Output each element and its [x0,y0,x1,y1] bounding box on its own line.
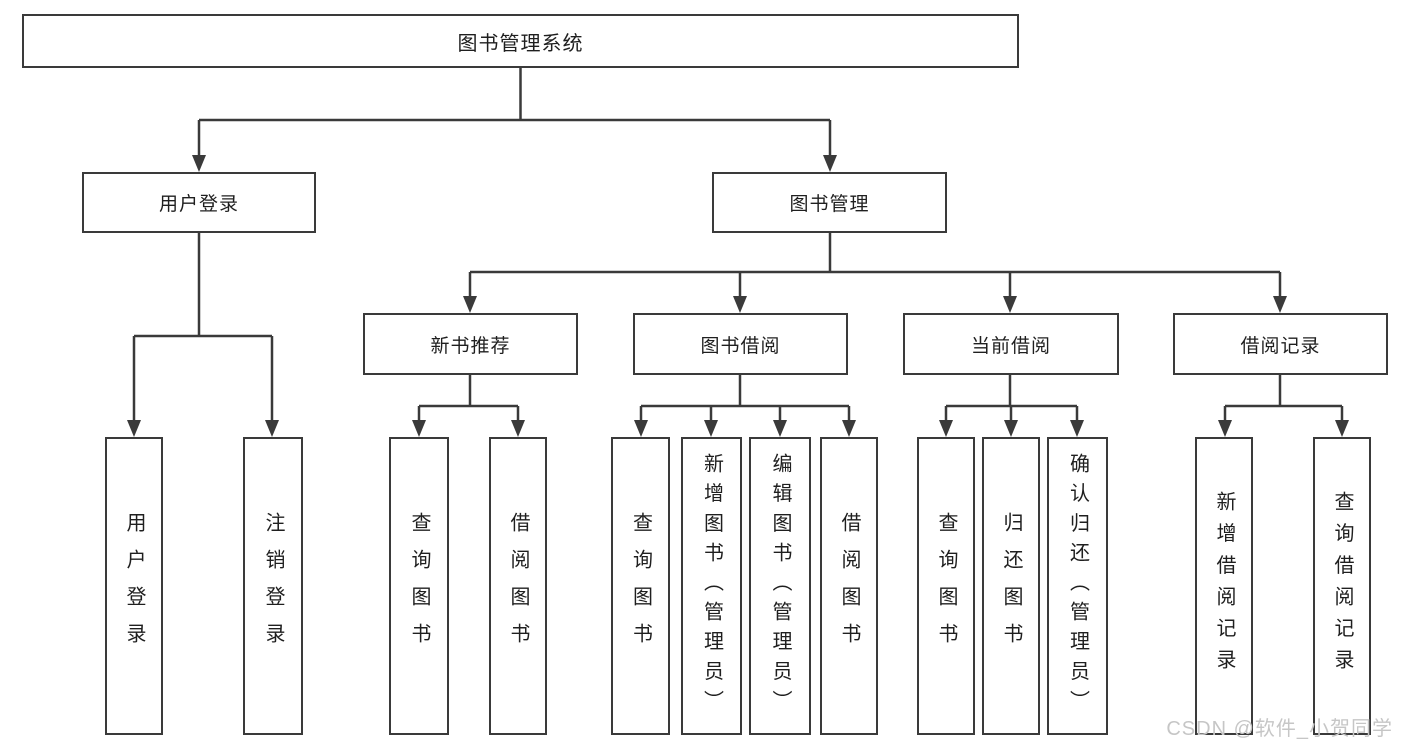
leaf-logout: 注销登录 [243,437,303,735]
node-book-borrowing: 图书借阅 [633,313,848,375]
arrowheads [127,155,1349,437]
leaf-return-books: 归还图书 [982,437,1040,735]
node-user-login: 用户登录 [82,172,316,233]
leaf-confirm-return-admin: 确认归还（管理员） [1047,437,1108,735]
node-borrowing-records: 借阅记录 [1173,313,1388,375]
node-label: 注销登录 [262,512,284,660]
node-new-book-recommendation: 新书推荐 [363,313,578,375]
node-label: 借阅图书 [507,512,529,660]
tree-edges [132,68,1344,424]
node-label: 借阅图书 [838,512,860,660]
node-library-system: 图书管理系统 [22,14,1019,68]
leaf-query-borrow-record: 查询借阅记录 [1313,437,1371,735]
node-label: 确认归还（管理员） [1066,452,1089,720]
leaf-borrow-books-borrowing: 借阅图书 [820,437,878,735]
leaf-query-books-borrowing: 查询图书 [611,437,670,735]
node-label: 编辑图书（管理员） [769,452,791,720]
node-label: 用户登录 [123,512,145,660]
node-label: 图书管理系统 [457,32,584,55]
node-label: 查询图书 [629,512,652,660]
node-label: 新书推荐 [430,335,511,357]
node-label: 借阅记录 [1240,335,1321,357]
leaf-borrow-books-recommend: 借阅图书 [489,437,547,735]
leaf-query-books-current: 查询图书 [917,437,975,735]
node-label: 图书管理 [789,194,870,215]
leaf-add-borrow-record: 新增借阅记录 [1195,437,1253,735]
node-label: 归还图书 [1000,512,1022,660]
leaf-edit-book-admin: 编辑图书（管理员） [749,437,811,735]
node-label: 图书借阅 [700,335,781,357]
leaf-user-login: 用户登录 [105,437,163,735]
node-label: 查询图书 [408,512,430,660]
node-label: 当前借阅 [970,335,1051,357]
node-label: 新增借阅记录 [1213,491,1235,681]
node-label: 新增图书（管理员） [700,452,723,720]
node-label: 用户登录 [158,194,239,215]
node-label: 查询图书 [935,512,957,660]
leaf-query-books-recommend: 查询图书 [389,437,449,735]
node-current-borrowing: 当前借阅 [903,313,1119,375]
node-label: 查询借阅记录 [1331,491,1353,681]
leaf-add-book-admin: 新增图书（管理员） [681,437,742,735]
node-book-management: 图书管理 [712,172,947,233]
csdn-watermark: CSDN @软件_小贺同学 [1166,718,1393,740]
